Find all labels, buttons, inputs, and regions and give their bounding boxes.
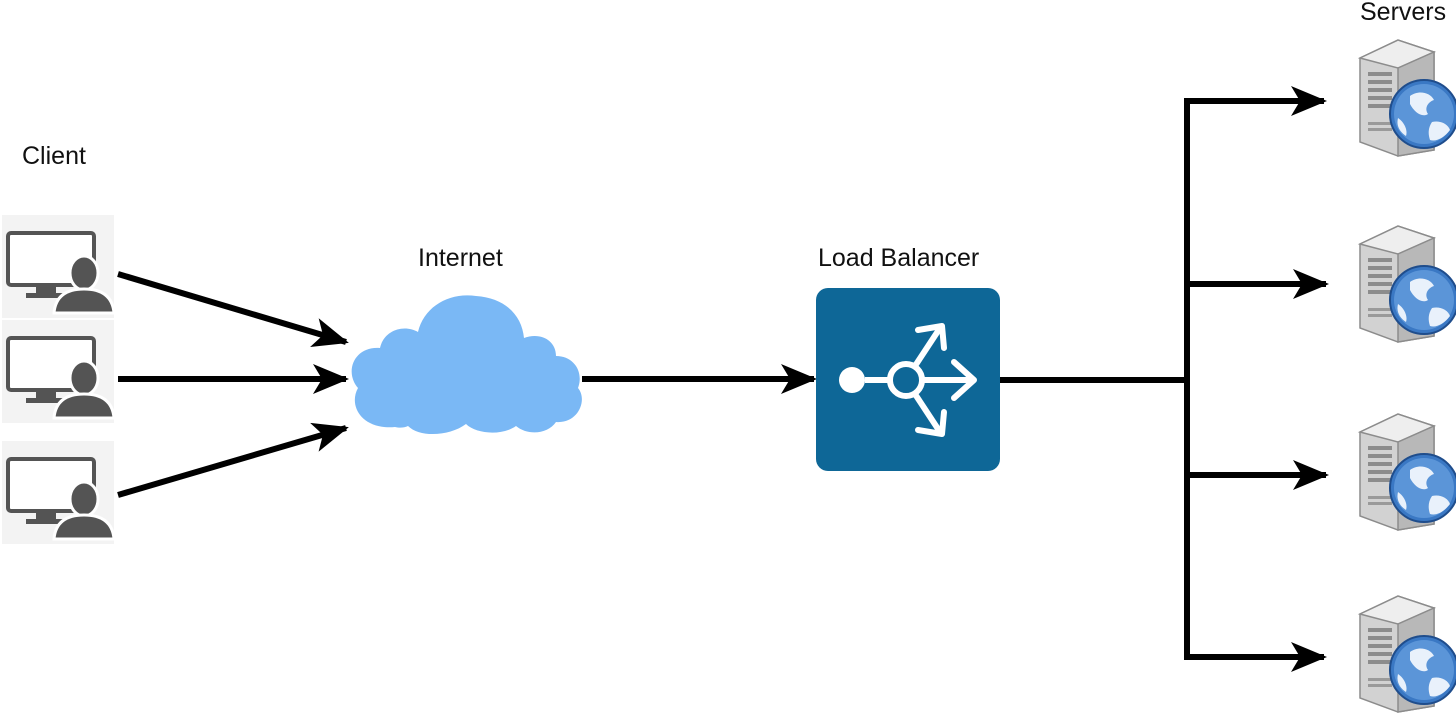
internet-label: Internet — [418, 244, 503, 272]
cloud-icon — [351, 295, 582, 435]
server-1 — [1359, 39, 1456, 157]
client-computer-user-icon — [0, 439, 116, 546]
client-3 — [0, 439, 116, 546]
client-computer-user-icon — [0, 213, 116, 320]
web-server-icon — [1359, 595, 1456, 713]
server-4 — [1359, 595, 1456, 713]
client-label: Client — [22, 142, 86, 170]
client-computer-user-icon — [0, 318, 116, 425]
client-1 — [0, 213, 116, 320]
web-server-icon — [1359, 39, 1456, 157]
web-server-icon — [1359, 413, 1456, 531]
client-2 — [0, 318, 116, 425]
servers-label: Servers — [1360, 0, 1447, 26]
server-2 — [1359, 225, 1456, 343]
load-balancer-label: Load Balancer — [818, 244, 980, 272]
server-3 — [1359, 413, 1456, 531]
load-balancer-icon — [816, 288, 1000, 471]
arrow-client-3-to-internet — [117, 422, 349, 498]
arrow-client-1-to-internet — [117, 271, 349, 347]
web-server-icon — [1359, 225, 1456, 343]
